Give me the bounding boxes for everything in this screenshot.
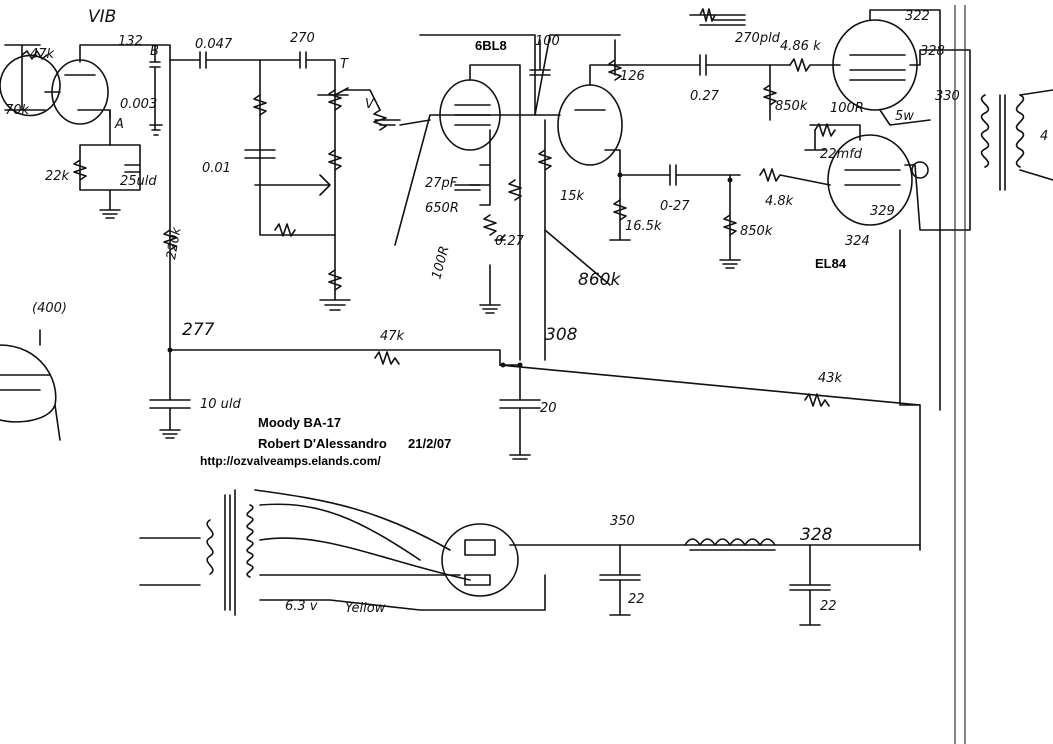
label-v-350: 350 [610,514,635,529]
label-r-70k: 70k [5,103,30,118]
label-v-328-top: 328 [920,44,945,59]
label-c-270: 270 [290,31,315,46]
label-c-027-b: 0-27 [660,199,690,214]
label-r-100: 100R [429,244,452,281]
label-r-650: 650R [425,201,459,216]
6bl8-triode [557,84,623,166]
label-c-0047: 0.047 [195,37,233,52]
label-v1b: VIB [88,7,116,27]
caption-date: 21/2/07 [408,436,452,451]
label-el84: EL84 [815,256,847,271]
caption-title: Moody BA-17 [258,415,342,430]
label-c-22b: 22 [820,599,837,614]
label-c-22a: 22 [628,592,645,607]
label-c-0003: 0.003 [120,97,157,112]
label-pin-a: A [114,117,124,132]
label-6bl8: 6BL8 [475,38,507,53]
label-c-27pf: 27pF [425,176,458,191]
label-v-322: 322 [905,9,930,24]
label-r-850k-a: 850k [775,99,808,114]
label-c-25: 25uld [120,174,157,189]
input-stage [0,44,171,219]
label-v-400: (400) [32,301,67,316]
label-pot-t: T [340,57,349,72]
v1b-tube-outline [0,54,61,117]
label-c-270pf: 270pld [735,31,781,46]
label-v-277: 277 [182,320,215,340]
label-r-47k-mid: 47k [380,329,405,344]
label-pin-b: B [150,44,159,59]
caption-url[interactable]: http://ozvalveamps.elands.com/ [200,454,381,468]
label-c-10: 10 uld [200,397,242,412]
power-supply [139,489,921,626]
label-v-132: 132 [118,34,143,49]
6bl8-stage [394,34,621,361]
label-r-43k: 43k [818,371,843,386]
caption-author: Robert D'Alessandro [258,436,387,451]
rectifier-tube [441,523,519,597]
label-yellow: Yellow [345,601,386,616]
label-v-100: 100 [535,34,560,49]
tone-network [169,51,401,311]
label-v-324: 324 [845,234,870,249]
label-v-308: 308 [545,325,578,345]
output-transformer [954,5,1053,744]
label-v-328-bot: 328 [800,525,833,545]
partial-tube-left [0,329,61,441]
label-r-860k: 860k [578,270,621,290]
label-pot-v: V [365,97,375,112]
label-c-027-a: 0.27 [690,89,720,104]
label-r-850k-b: 850k [740,224,773,239]
label-r-5w: 5w [895,109,914,124]
label-v-330: 330 [935,89,960,104]
label-c-20: 20 [540,401,557,416]
label-out-4: 4 [1040,129,1048,144]
b-plus-rail [149,59,921,460]
label-r-165k: 16.5k [625,219,662,234]
el84-lower [827,134,913,226]
label-v-126: 126 [620,69,645,84]
el84-output-stage [689,8,971,551]
el84-upper [832,19,918,111]
label-r-47k-in: 47k [30,47,55,62]
label-heater: 6.3 v [285,599,318,614]
label-r-100r: 100R [830,101,864,116]
6bl8-triode-stage [508,39,791,361]
label-r-48k-a: 4.86 k [780,39,821,54]
label-r-48k-b: 4.8k [765,194,794,209]
label-v-329: 329 [870,204,895,219]
label-r-15k: 15k [560,189,585,204]
label-c-22: 22mfd [820,147,863,162]
label-c-027-small: 0.27 [495,234,525,249]
label-c-001: 0.01 [202,161,231,176]
label-r-22k: 22k [45,169,70,184]
label-r-220k: 220k [164,226,184,261]
